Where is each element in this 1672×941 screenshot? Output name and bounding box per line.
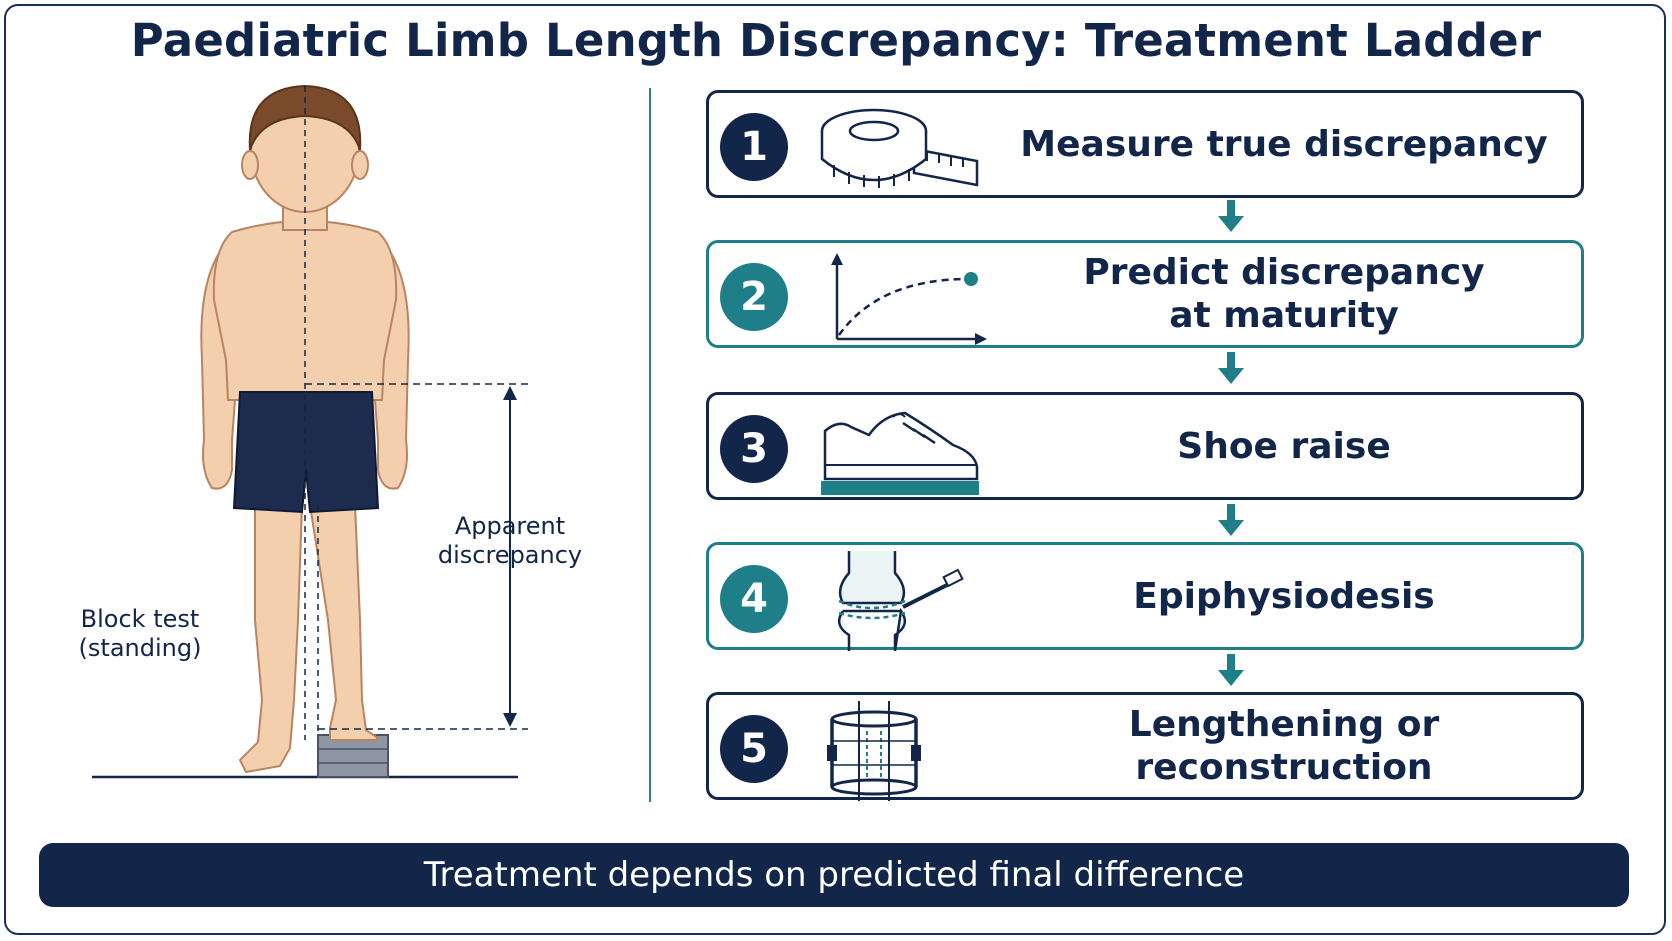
apparent-label-line2: discrepancy <box>437 541 583 569</box>
step-3-badge: 3 <box>720 415 788 483</box>
step-2-box: 2 Predict discrepancy at maturity <box>706 240 1584 348</box>
step-4-box: 4 Epiphysiodesis <box>706 542 1584 651</box>
child-block-test-figure <box>92 84 528 779</box>
step-3-box: 3 Shoe raise <box>706 392 1584 500</box>
block-test-label: Block test (standing) <box>62 605 218 663</box>
apparent-label-line1: Apparent <box>454 512 566 540</box>
step-2-label-line2: at maturity <box>1169 295 1399 336</box>
vertical-divider <box>649 88 651 802</box>
arrow-down-icon <box>1218 504 1244 536</box>
step-5-badge: 5 <box>720 715 788 783</box>
tape-measure-icon <box>820 108 979 188</box>
step-4-label: Epiphysiodesis <box>1009 545 1559 647</box>
step-2-label-line1: Predict discrepancy <box>1083 252 1485 293</box>
block-label-line2: (standing) <box>78 634 202 662</box>
shorts <box>232 391 380 514</box>
diagram-title: Paediatric Limb Length Discrepancy: Trea… <box>130 14 1542 67</box>
step-1-label-line1: Measure true discrepancy <box>1020 123 1548 165</box>
legs <box>238 504 380 774</box>
knee-joint-icon <box>837 551 964 651</box>
arrow-down-icon <box>1218 352 1244 384</box>
step-2-badge: 2 <box>720 263 788 331</box>
hair <box>248 84 362 151</box>
step-2-label: Predict discrepancy at maturity <box>1009 243 1559 345</box>
block-icon <box>317 734 389 778</box>
step-5-label: Lengthening or reconstruction <box>1009 695 1559 797</box>
apparent-discrepancy-label: Apparent discrepancy <box>437 512 583 570</box>
step-1-badge: 1 <box>720 113 788 181</box>
footer-banner: Treatment depends on predicted final dif… <box>39 843 1629 907</box>
arrow-down-icon <box>1218 200 1244 232</box>
block-label-line1: Block test <box>80 605 200 633</box>
step-1-label: Measure true discrepancy <box>1009 93 1559 195</box>
external-fixator-icon <box>827 701 921 801</box>
step-3-label-line1: Shoe raise <box>1177 425 1391 467</box>
step-4-badge: 4 <box>720 565 788 633</box>
apparent-discrepancy-arrow <box>503 386 517 727</box>
step-5-box: 5 Lengthening or reconstruction <box>706 692 1584 801</box>
step-5-label-line1: Lengthening or <box>1128 704 1440 745</box>
step-4-label-line1: Epiphysiodesis <box>1133 575 1435 617</box>
arrow-down-icon <box>1218 654 1244 686</box>
shoe-raise-icon <box>821 411 979 495</box>
step-1-box: 1 Measure true discrepancy <box>706 90 1584 198</box>
step-5-label-line2: reconstruction <box>1135 747 1433 788</box>
step-3-label: Shoe raise <box>1009 395 1559 497</box>
growth-curve-icon <box>831 253 987 345</box>
